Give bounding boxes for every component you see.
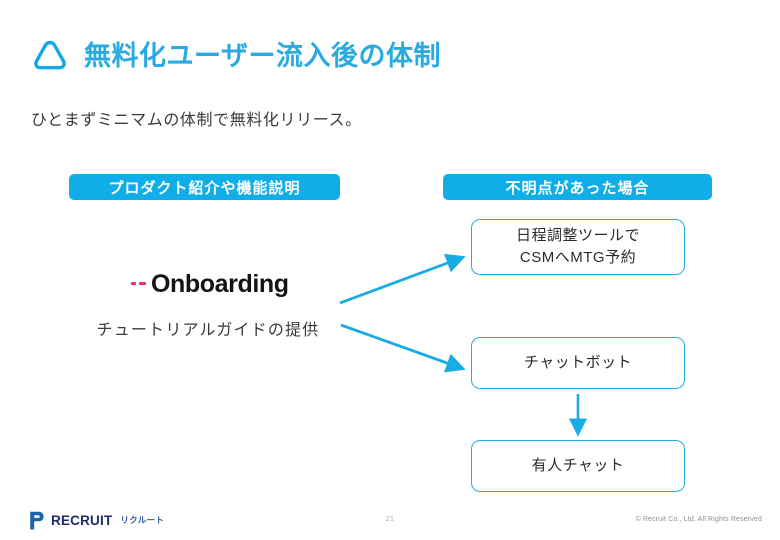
scheduling-tool-box: 日程調整ツールで CSMへMTG予約 [471,219,685,275]
banner-unclear-point: 不明点があった場合 [443,174,712,200]
chatbot-box: チャットボット [471,337,685,389]
human-chat-box: 有人チャット [471,440,685,492]
slide-subtitle: ひとまずミニマムの体制で無料化リリース。 [31,112,362,129]
arrow-to-chatbot [340,323,466,373]
title-row: 無料化ユーザー流入後の体制 [30,36,441,76]
rounded-triangle-icon [30,36,70,76]
box-line-1: 有人チャット [531,457,625,475]
recruit-wordmark: RECRUIT [51,512,113,528]
box-text: 日程調整ツールで CSMへMTG予約 [516,225,640,269]
page-title: 無料化ユーザー流入後の体制 [84,40,441,71]
onboarding-wordmark: Onboarding [151,269,289,298]
banner-product-intro: プロダクト紹介や機能説明 [69,174,340,200]
onboarding-logo: Onboarding [131,269,289,299]
box-line-1: 日程調整ツールで [515,227,640,245]
recruit-logo: RECRUIT リクルート [29,511,164,530]
recruit-mark-icon [29,511,45,530]
page-number: 21 [385,516,395,523]
copyright-text: © Recruit Co., Ltd. All Rights Reserved [635,516,762,523]
onboarding-dash-icon [131,281,146,287]
arrow-to-scheduling-tool [339,253,466,305]
box-line-1: チャットボット [523,354,633,372]
box-line-2: CSMへMTG予約 [519,249,637,266]
tutorial-guide-caption: チュートリアルガイドの提供 [96,322,320,339]
recruit-kana: リクルート [120,515,165,526]
